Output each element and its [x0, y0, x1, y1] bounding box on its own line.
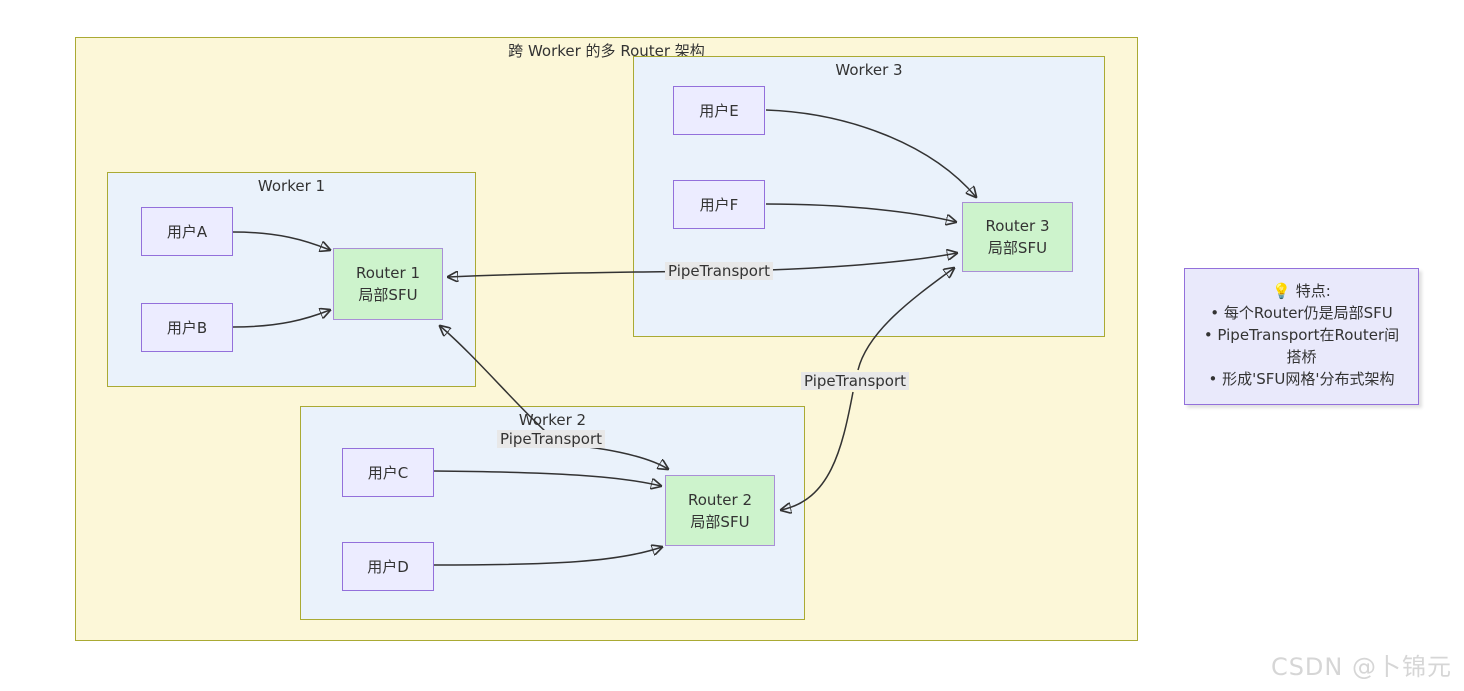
router3-node: Router 3 局部SFU: [962, 202, 1073, 272]
router1-subtitle: 局部SFU: [358, 286, 418, 304]
user-a-node: 用户A: [141, 207, 233, 256]
note-bullet-3: • 形成'SFU网格'分布式架构: [1208, 370, 1395, 388]
note-bullet-2: • PipeTransport在Router间搭桥: [1203, 326, 1400, 366]
router2-node: Router 2 局部SFU: [665, 475, 775, 546]
user-b-node: 用户B: [141, 303, 233, 352]
router3-name: Router 3: [985, 217, 1050, 235]
worker3-title: Worker 3: [835, 61, 903, 79]
user-c-node: 用户C: [342, 448, 434, 497]
csdn-watermark: CSDN @卜锦元: [1270, 653, 1452, 681]
user-d-label: 用户D: [367, 558, 409, 576]
user-f-label: 用户F: [699, 196, 739, 214]
router1-node: Router 1 局部SFU: [333, 248, 443, 320]
router2-subtitle: 局部SFU: [690, 512, 750, 531]
user-b-label: 用户B: [166, 319, 208, 337]
pipetransport-label-r3-r1: PipeTransport: [664, 262, 774, 280]
note-heading-text: 特点:: [1295, 282, 1331, 300]
router2-name: Router 2: [687, 490, 753, 509]
note-heading: 💡 特点:: [1202, 280, 1401, 302]
user-e-label: 用户E: [699, 102, 739, 120]
note-box: 💡 特点: • 每个Router仍是局部SFU • PipeTransport在…: [1184, 268, 1419, 405]
worker2-title: Worker 2: [518, 411, 587, 429]
user-d-node: 用户D: [342, 542, 434, 591]
router3-subtitle: 局部SFU: [987, 239, 1048, 257]
user-e-node: 用户E: [673, 86, 765, 135]
router1-name: Router 1: [355, 264, 421, 282]
worker1-title: Worker 1: [257, 177, 326, 195]
lightbulb-icon: 💡: [1272, 282, 1291, 300]
diagram-title: 跨 Worker 的多 Router 架构: [508, 42, 705, 60]
user-f-node: 用户F: [673, 180, 765, 229]
note-bullet-1: • 每个Router仍是局部SFU: [1210, 304, 1393, 322]
user-a-label: 用户A: [166, 223, 208, 241]
pipetransport-label-r2-r3: PipeTransport: [800, 372, 910, 390]
pipetransport-label-r1-r2: PipeTransport: [496, 430, 606, 448]
user-c-label: 用户C: [367, 464, 409, 482]
